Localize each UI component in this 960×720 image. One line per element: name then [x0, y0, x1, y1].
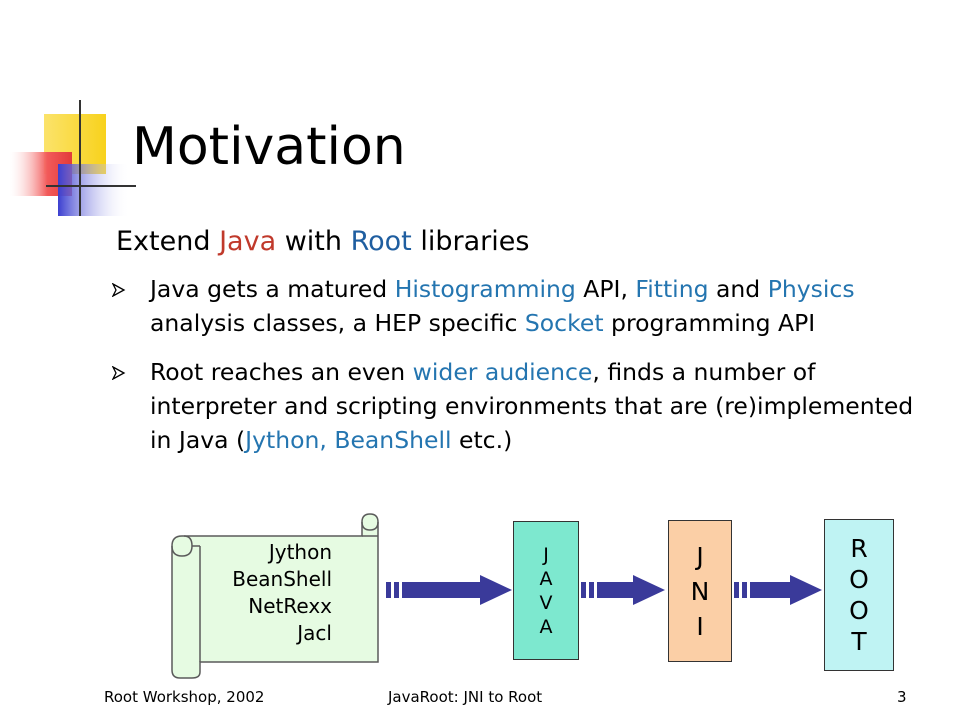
- footer-left: Root Workshop, 2002: [104, 688, 265, 706]
- bullet-text: analysis classes, a HEP specific: [150, 309, 525, 337]
- bullet-text: etc.): [451, 426, 513, 454]
- footer-center: JavaRoot: JNI to Root: [388, 688, 543, 706]
- subtitle-java: Java: [219, 226, 277, 257]
- root-letter: O: [849, 565, 869, 594]
- scroll-shape: [171, 513, 379, 679]
- root-letter: O: [849, 596, 869, 625]
- scroll-line-jacl: Jacl: [297, 621, 332, 645]
- java-letter: J: [543, 543, 549, 566]
- root-letter: R: [850, 534, 868, 563]
- jni-letter: J: [696, 541, 704, 571]
- subtitle-root: Root: [350, 226, 412, 257]
- scroll-line-jython: Jython: [268, 540, 332, 564]
- logo-decoration-icon: [10, 100, 136, 216]
- bullet-text: and: [708, 275, 768, 303]
- subtitle-text: libraries: [411, 226, 530, 257]
- java-letter: A: [539, 615, 553, 638]
- scroll-line-netrexx: NetRexx: [248, 594, 332, 618]
- bullet-text: , finds a number of interpreter and scri…: [150, 358, 914, 454]
- arrow-bullet-icon: [112, 366, 126, 380]
- slide-subtitle: Extend Java with Root libraries: [116, 222, 529, 262]
- jni-letter: I: [696, 611, 704, 641]
- bullet-highlight: Histogramming: [394, 275, 576, 303]
- scroll-text: Jython BeanShell NetRexx Jacl: [192, 539, 332, 647]
- java-letter: V: [539, 591, 553, 614]
- bullet-highlight: wider audience: [412, 358, 593, 386]
- jni-box: J N I: [668, 520, 732, 662]
- subtitle-text: Extend: [116, 226, 220, 257]
- java-letter: A: [539, 567, 553, 590]
- page-number: 3: [897, 688, 907, 706]
- bullet-text: Java gets a matured: [150, 275, 395, 303]
- bullet-text: Root reaches an even: [150, 358, 413, 386]
- bullet-text: programming API: [603, 309, 816, 337]
- bullet-item-1: Java gets a matured Histogramming API, F…: [112, 272, 932, 340]
- root-letter: T: [851, 627, 867, 656]
- arrow-right-icon: [386, 575, 512, 605]
- jni-letter: N: [690, 576, 710, 606]
- bullet-text: API,: [575, 275, 636, 303]
- slide-title: Motivation: [132, 117, 406, 177]
- java-box: J A V A: [513, 521, 579, 660]
- arrow-right-icon: [734, 575, 822, 605]
- bullet-highlight: Socket: [524, 309, 604, 337]
- scroll-line-beanshell: BeanShell: [232, 567, 332, 591]
- bullet-highlight: Physics: [767, 275, 855, 303]
- bullet-highlight: Fitting: [635, 275, 709, 303]
- subtitle-text: with: [276, 226, 351, 257]
- root-box: R O O T: [824, 519, 894, 671]
- arrow-right-icon: [581, 575, 665, 605]
- bullet-list: Java gets a matured Histogramming API, F…: [112, 272, 932, 472]
- bullet-highlight: Jython, BeanShell: [245, 426, 452, 454]
- arrow-bullet-icon: [112, 283, 126, 297]
- bullet-item-2: Root reaches an even wider audience, fin…: [112, 355, 932, 457]
